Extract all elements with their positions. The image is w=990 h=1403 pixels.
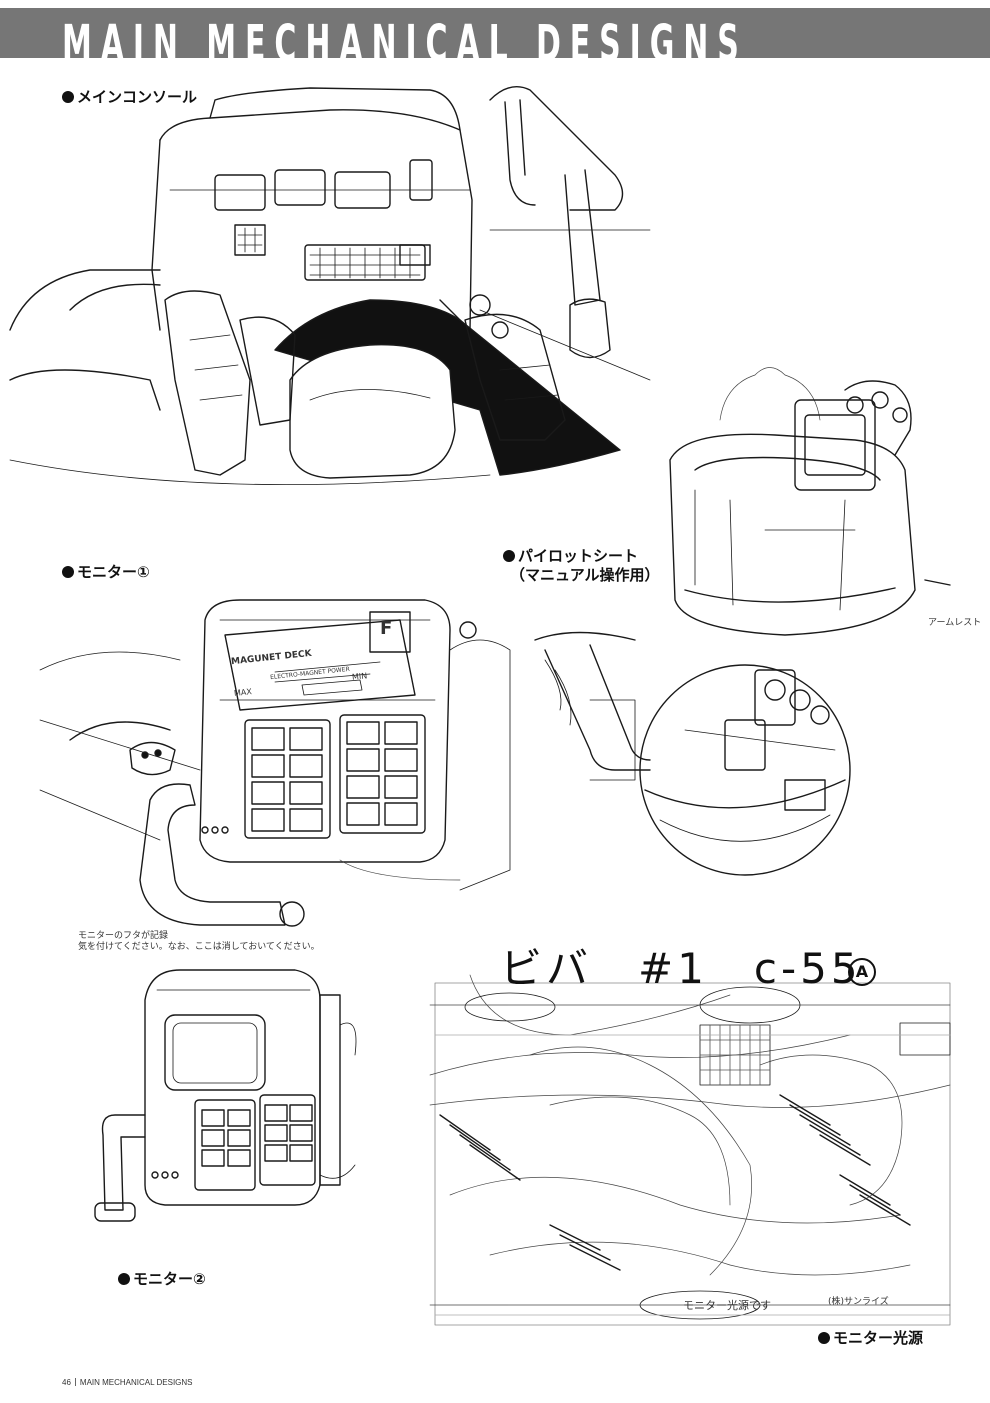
caption-monitor-1: モニター① — [62, 563, 150, 581]
storyboard-cut-title: ビバ #1 c-55 — [500, 944, 862, 993]
storyboard-sketch — [429, 974, 951, 1326]
armrest-note: アームレスト — [928, 618, 982, 628]
bullet-dot-icon — [62, 91, 74, 103]
caption-main-console-text: メインコンソール — [77, 88, 198, 106]
cut-mark-circle: A — [848, 958, 876, 986]
caption-monitor-1-text: モニター① — [77, 563, 150, 581]
cut-mark-letter: A — [855, 962, 869, 981]
caption-monitor-2: モニター② — [118, 1270, 206, 1288]
monitor-2-drawing — [94, 969, 357, 1222]
monitor-1-note-line2: 気を付けてください。なお、ここは消しておいてください。 — [78, 942, 320, 952]
caption-monitor-2-text: モニター② — [133, 1270, 206, 1288]
header-band: MAIN MECHANICAL DESIGNS — [0, 8, 990, 70]
copyright-note: (株)サンライズ — [828, 1297, 889, 1307]
footer-section: MAIN MECHANICAL DESIGNS — [79, 1378, 193, 1387]
caption-pilot-seat: パイロットシート — [503, 547, 638, 565]
pilot-seat-sphere-drawing — [534, 631, 851, 876]
max-label: MAX — [233, 687, 253, 698]
page-footer: 46 MAIN MECHANICAL DESIGNS — [62, 1378, 193, 1387]
bullet-dot-icon — [818, 1332, 830, 1344]
caption-main-console: メインコンソール — [62, 88, 197, 106]
caption-pilot-seat-line1: パイロットシート — [518, 547, 639, 565]
min-label: MIN — [351, 671, 368, 682]
pilot-seat-drawing — [669, 367, 951, 636]
page-number: 46 — [62, 1378, 71, 1387]
bullet-dot-icon — [503, 550, 515, 562]
f-badge: F — [380, 618, 393, 639]
caption-monitor-light-text: モニター光源 — [833, 1329, 924, 1347]
bullet-dot-icon — [118, 1273, 130, 1285]
caption-pilot-seat-sub: （マニュアル操作用） — [510, 566, 660, 584]
caption-monitor-light: モニター光源 — [818, 1329, 923, 1347]
footer-divider — [74, 1378, 76, 1386]
monitor-1-drawing — [39, 599, 511, 927]
page-title: MAIN MECHANICAL DESIGNS — [62, 14, 748, 75]
main-console-drawing — [9, 86, 651, 485]
bullet-dot-icon — [62, 566, 74, 578]
monitor-light-handwritten-note: モニター光源です — [683, 1299, 771, 1312]
monitor-1-note-line1: モニターのフタが記録 — [78, 931, 169, 941]
